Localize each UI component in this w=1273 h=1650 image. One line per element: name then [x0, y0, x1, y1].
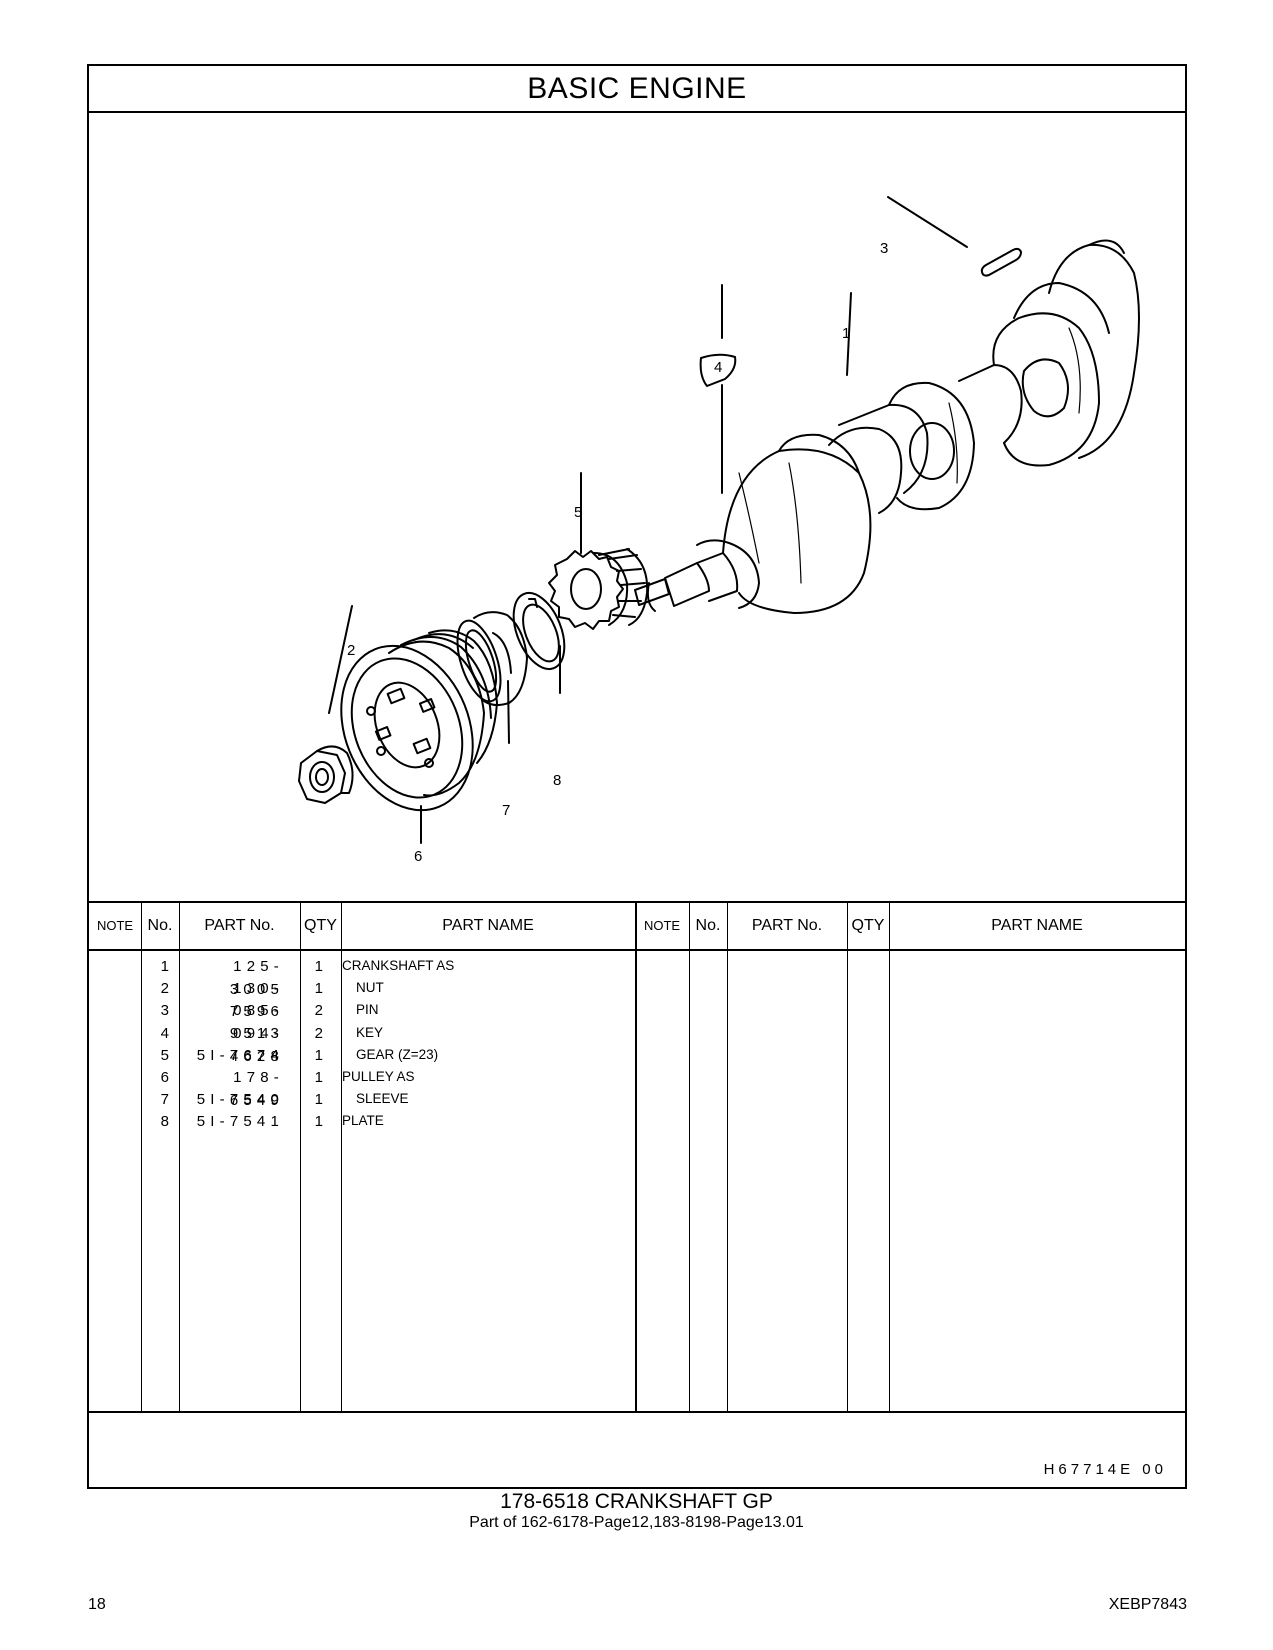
part-number: 178-6549	[229, 1069, 284, 1109]
part-number: 5I-7540	[196, 1091, 284, 1109]
item-number: 6	[160, 1069, 169, 1086]
table-row: 2 130-7596 1 NUT	[89, 977, 634, 1020]
part-number: 125-3005	[229, 958, 284, 998]
parts-list-table: NOTE No. PART No. QTY PART NAME NOTE No.…	[89, 901, 1185, 1413]
quantity: 1	[314, 1069, 323, 1086]
part-number: 5I-7674	[196, 1046, 284, 1064]
table-row: 8 5I-7541 1 PLATE	[89, 1110, 634, 1133]
part-name: GEAR (Z=23)	[356, 1046, 439, 1062]
item-number: 4	[160, 1024, 169, 1042]
parts-page-frame: BASIC ENGINE	[87, 64, 1187, 1489]
group-title: 178-6518 CRANKSHAFT GP	[500, 1490, 773, 1513]
header-qty: QTY	[304, 917, 337, 934]
part-name: SLEEVE	[356, 1091, 409, 1107]
table-row: 5 5I-7674 1 GEAR (Z=23)	[89, 1044, 634, 1067]
callout-7: 7	[502, 802, 511, 819]
group-subtitle: Part of 162-6178-Page12,183-8198-Page13.…	[469, 1514, 804, 1531]
callout-2: 2	[347, 642, 356, 659]
header-no-2: No.	[695, 917, 721, 934]
document-id: XEBP7843	[1108, 1596, 1187, 1613]
part-name: PULLEY AS	[342, 1069, 415, 1084]
page-number: 18	[88, 1596, 106, 1613]
crankshaft-illustration	[298, 196, 1140, 844]
quantity: 2	[314, 1024, 323, 1042]
callout-5: 5	[574, 504, 583, 521]
callout-1: 1	[842, 325, 851, 342]
callout-4: 4	[714, 359, 723, 376]
table-row: 7 5I-7540 1 SLEEVE	[89, 1088, 634, 1111]
quantity: 1	[314, 980, 323, 998]
part-name: PLATE	[342, 1113, 384, 1129]
header-part-no: PART No.	[204, 917, 275, 934]
header-part-no-2: PART No.	[751, 917, 823, 934]
header-qty-2: QTY	[851, 917, 885, 934]
table-row: 3 085-9513 2 PIN	[89, 999, 634, 1042]
part-number: 085-9513	[229, 1002, 284, 1043]
item-number: 8	[160, 1113, 169, 1131]
part-number: 5I-7541	[196, 1113, 284, 1131]
table-row: 6 178-6549 1 PULLEY AS	[89, 1066, 634, 1109]
item-number: 7	[160, 1091, 169, 1109]
part-number: 094-4628	[229, 1024, 284, 1065]
illustration-ref-code: H67714E 00	[1043, 1461, 1167, 1478]
header-note: NOTE	[96, 918, 134, 933]
quantity: 2	[314, 1002, 323, 1020]
header-part-name: PART NAME	[442, 917, 534, 934]
callout-6: 6	[414, 848, 423, 865]
header-part-name-2: PART NAME	[991, 917, 1083, 934]
header-no: No.	[147, 917, 173, 934]
item-number: 2	[160, 980, 169, 998]
quantity: 1	[314, 1091, 323, 1109]
exploded-view-diagram: 3 4 1 5 2 8 7 6	[89, 113, 1185, 903]
part-name: PIN	[356, 1002, 379, 1018]
item-number: 5	[160, 1046, 169, 1064]
item-number: 3	[160, 1002, 169, 1020]
part-name: NUT	[356, 980, 384, 996]
header-note-2: NOTE	[643, 918, 681, 933]
part-number: 130-7596	[229, 980, 284, 1021]
quantity: 1	[314, 1113, 323, 1131]
table-row: 1 125-3005 1 CRANKSHAFT AS	[89, 955, 634, 998]
part-name: CRANKSHAFT AS	[342, 958, 455, 973]
callout-3: 3	[880, 240, 889, 257]
item-number: 1	[160, 958, 169, 975]
quantity: 1	[314, 1046, 323, 1064]
page-title: BASIC ENGINE	[89, 66, 1185, 113]
quantity: 1	[314, 958, 323, 975]
table-row: 4 094-4628 2 KEY	[89, 1022, 634, 1065]
part-name: KEY	[356, 1024, 384, 1040]
callout-8: 8	[553, 772, 562, 789]
